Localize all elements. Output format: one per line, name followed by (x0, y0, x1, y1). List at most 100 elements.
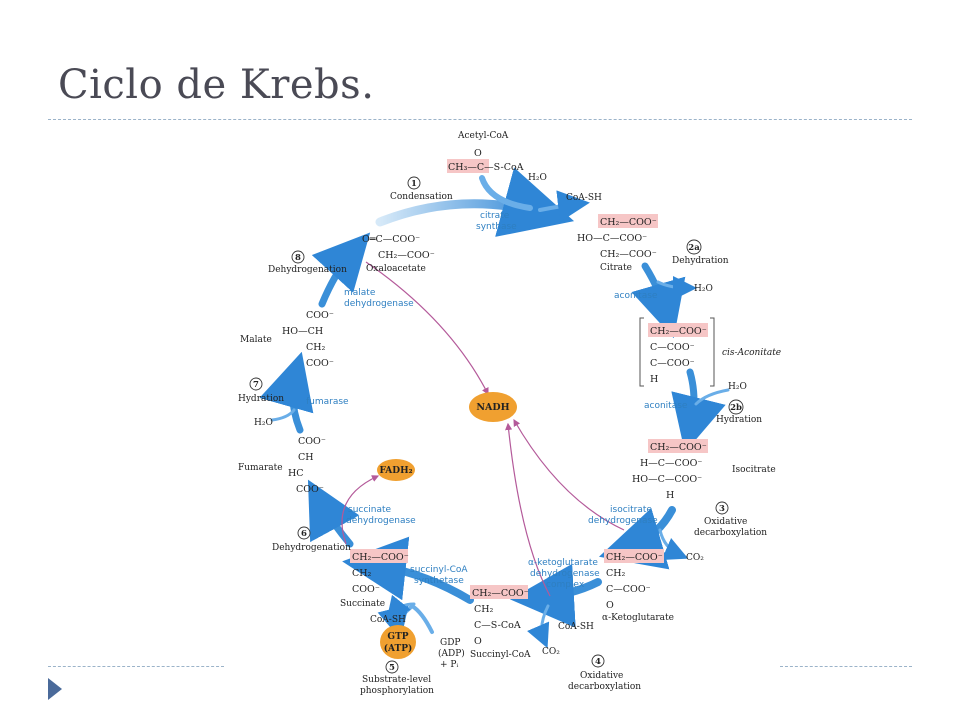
svg-text:synthase: synthase (476, 222, 517, 232)
title-divider (48, 119, 912, 120)
svg-text:CH₂: CH₂ (606, 568, 626, 579)
svg-text:+ Pᵢ: + Pᵢ (440, 660, 458, 670)
svg-text:decarboxylation: decarboxylation (568, 682, 641, 692)
svg-text:O: O (474, 636, 482, 647)
svg-text:Condensation: Condensation (390, 192, 453, 202)
slide-title: Ciclo de Krebs. (58, 62, 375, 108)
svg-text:aconitase: aconitase (614, 291, 658, 301)
svg-text:H₂O: H₂O (694, 284, 713, 294)
molecule-acetyl-coa: Acetyl-CoA O CH₃—C—S-CoA (448, 131, 524, 173)
highlight-boxes (350, 159, 708, 599)
svg-text:Acetyl-CoA: Acetyl-CoA (457, 131, 509, 141)
molecule-citrate: CH₂—COO⁻ HO—C—COO⁻ CH₂—COO⁻ Citrate (577, 217, 657, 273)
svg-text:1: 1 (411, 179, 417, 189)
molecule-oxaloacetate: O═C—COO⁻ CH₂—COO⁻ Oxaloacetate (362, 234, 435, 274)
svg-text:H₂O: H₂O (528, 173, 547, 183)
svg-text:8: 8 (295, 253, 301, 263)
arrow-fumarase (259, 351, 314, 434)
svg-text:COO⁻: COO⁻ (352, 584, 380, 595)
svg-text:H₂O: H₂O (254, 418, 273, 428)
arrow-dehydration (631, 262, 686, 339)
svg-text:CH₂: CH₂ (474, 604, 494, 615)
svg-text:CH₂—COO⁻: CH₂—COO⁻ (472, 588, 529, 599)
arrow-h2o-out-1 (656, 275, 697, 300)
svg-text:H—C—COO⁻: H—C—COO⁻ (640, 458, 702, 469)
step-labels: 1 Condensation 2a Dehydration 2b Hydrati… (238, 179, 767, 696)
svg-text:CH₃—C—S-CoA: CH₃—C—S-CoA (448, 162, 524, 173)
svg-text:CH₂: CH₂ (352, 568, 372, 579)
gtp-label: GTP (387, 632, 408, 642)
svg-text:Fumarate: Fumarate (238, 463, 283, 473)
svg-text:CO₂: CO₂ (686, 553, 704, 563)
svg-text:isocitrate: isocitrate (610, 505, 652, 515)
svg-text:Dehydrogenation: Dehydrogenation (268, 265, 347, 275)
svg-text:COO⁻: COO⁻ (306, 358, 334, 369)
svg-text:COO⁻: COO⁻ (298, 436, 326, 447)
svg-text:CH₂: CH₂ (306, 342, 326, 353)
svg-text:COO⁻: COO⁻ (296, 484, 324, 495)
svg-text:H: H (666, 490, 674, 501)
svg-text:Isocitrate: Isocitrate (732, 465, 776, 475)
svg-text:phosphorylation: phosphorylation (360, 686, 434, 696)
svg-text:CoA-SH: CoA-SH (370, 615, 406, 625)
svg-text:Succinate: Succinate (340, 599, 385, 609)
svg-text:3: 3 (719, 504, 725, 514)
enzyme-labels: citrate synthase aconitase aconitase iso… (306, 211, 688, 590)
svg-text:HO—C—COO⁻: HO—C—COO⁻ (577, 233, 647, 244)
svg-text:CO₂: CO₂ (542, 647, 560, 657)
step-markers (249, 176, 744, 674)
svg-text:Dehydrogenation: Dehydrogenation (272, 543, 351, 553)
svg-text:CH₂—COO⁻: CH₂—COO⁻ (600, 249, 657, 260)
svg-text:succinate: succinate (348, 505, 392, 515)
molecule-succinyl-coa: CH₂—COO⁻ CH₂ C—S-CoA O Succinyl-CoA (470, 588, 531, 660)
svg-text:HC: HC (288, 468, 304, 479)
arrow-malate-dh (311, 232, 371, 308)
footer-divider-left (48, 666, 224, 667)
svg-text:HO—C—COO⁻: HO—C—COO⁻ (632, 474, 702, 485)
arrow-acetyl-in (479, 175, 533, 211)
atp-label: (ATP) (384, 643, 412, 654)
nadh-oval (469, 392, 517, 422)
fadh2-oval (377, 459, 415, 481)
svg-text:CoA-SH: CoA-SH (558, 622, 594, 632)
arrow-coash-out-3 (386, 594, 416, 622)
gtp-oval (380, 625, 416, 659)
svg-text:(ADP): (ADP) (438, 648, 465, 659)
svg-text:Oxidative: Oxidative (580, 671, 623, 681)
svg-text:Oxaloacetate: Oxaloacetate (366, 264, 426, 274)
svg-text:CH₂—COO⁻: CH₂—COO⁻ (650, 442, 707, 453)
svg-text:O: O (474, 148, 482, 159)
fadh2-label: FADH₂ (379, 466, 412, 476)
svg-text:C—COO⁻: C—COO⁻ (606, 584, 651, 595)
svg-text:H₂O: H₂O (728, 382, 747, 392)
arrow-akg-dh (510, 563, 602, 628)
svg-text:synthetase: synthetase (414, 576, 464, 586)
molecule-fumarate: COO⁻ CH HC COO⁻ Fumarate (238, 436, 326, 495)
svg-text:CH₂—COO⁻: CH₂—COO⁻ (378, 250, 435, 261)
molecule-malate: COO⁻ HO—CH CH₂ COO⁻ Malate (240, 310, 334, 369)
arrow-co2-out-1 (658, 528, 689, 560)
svg-text:2b: 2b (730, 403, 742, 413)
svg-text:Substrate-level: Substrate-level (362, 675, 431, 685)
svg-text:dehydrogenase: dehydrogenase (530, 569, 600, 579)
svg-text:fumarase: fumarase (306, 397, 349, 407)
nadh-label: NADH (476, 402, 509, 413)
svg-text:O═C—COO⁻: O═C—COO⁻ (362, 234, 420, 245)
svg-text:5: 5 (389, 663, 395, 673)
play-triangle-icon[interactable] (48, 678, 62, 700)
arrow-isocitrate-dh (598, 506, 676, 570)
svg-text:CH₂—COO⁻: CH₂—COO⁻ (600, 217, 657, 228)
molecule-alpha-ketoglutarate: CH₂—COO⁻ CH₂ C—COO⁻ O α-Ketoglutarate (602, 552, 674, 623)
svg-text:CH₂—COO⁻: CH₂—COO⁻ (650, 326, 707, 337)
svg-text:malate: malate (344, 288, 376, 298)
footer-divider-right (780, 666, 912, 667)
svg-text:α-Ketoglutarate: α-Ketoglutarate (602, 613, 674, 623)
svg-text:dehydrogenase: dehydrogenase (344, 299, 414, 309)
cofactors: NADH FADH₂ GTP (ATP) (377, 392, 517, 659)
svg-text:C—COO⁻: C—COO⁻ (650, 342, 695, 353)
svg-text:6: 6 (301, 529, 307, 539)
svg-text:CH₂—COO⁻: CH₂—COO⁻ (606, 552, 663, 563)
svg-text:complex: complex (546, 580, 585, 590)
arrow-coash-out (538, 190, 590, 223)
